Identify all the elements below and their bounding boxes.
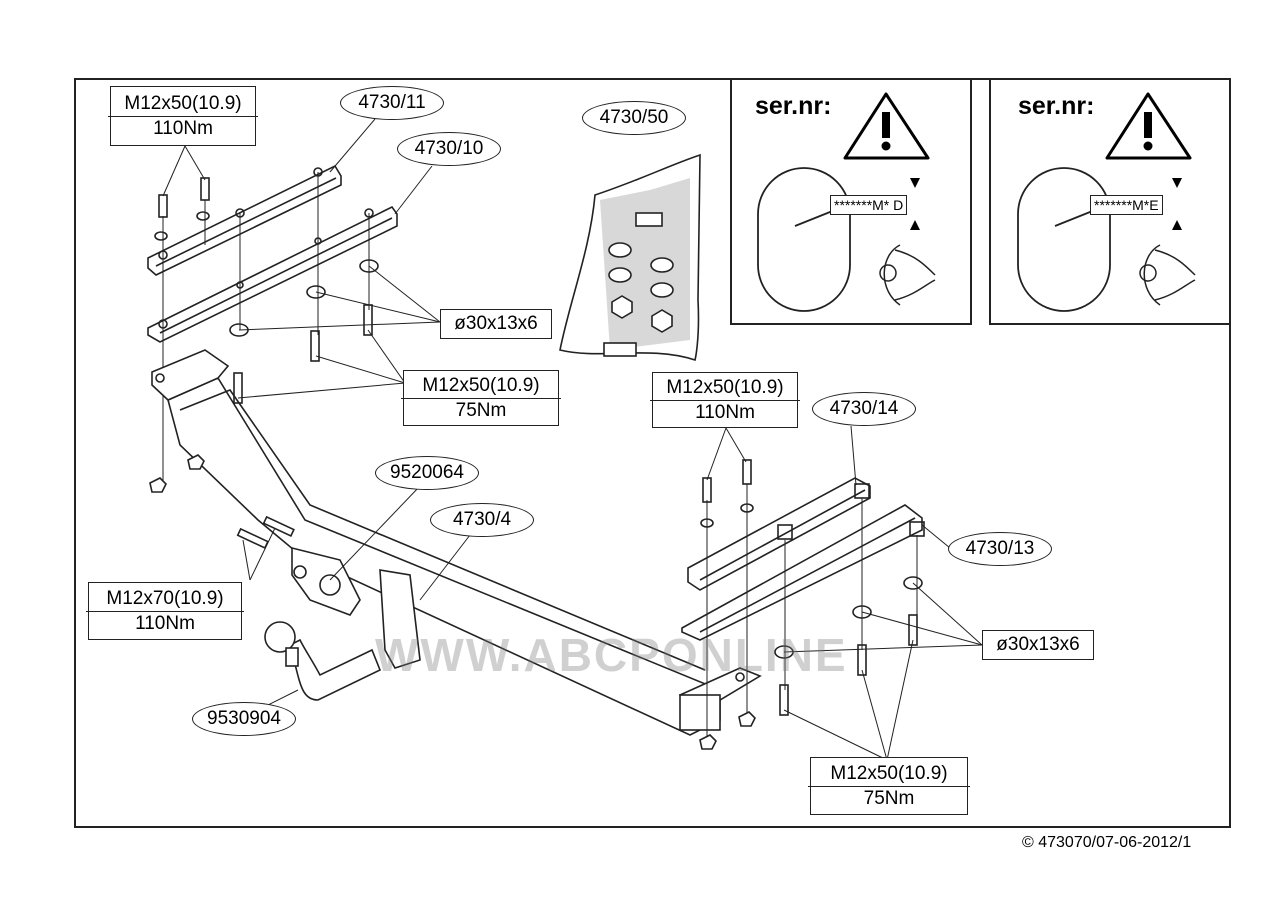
tow-ball <box>264 621 296 653</box>
part-label-4730-14: 4730/14 <box>812 392 916 426</box>
spec-bolt: M12x50(10.9) <box>808 762 970 787</box>
spec-bolt: M12x50(10.9) <box>650 376 800 401</box>
part-label-4730-50: 4730/50 <box>582 101 686 135</box>
part-label-4730-4: 4730/4 <box>430 503 534 537</box>
serial-panel-right <box>989 78 1231 325</box>
main-frame <box>74 78 1231 828</box>
spec-torque: 110Nm <box>695 401 755 423</box>
spec-torque: 75Nm <box>863 787 915 809</box>
spec-box-mid-right: M12x50(10.9) 110Nm <box>650 372 800 428</box>
copyright: © 473070/07-06-2012/1 <box>1022 834 1192 851</box>
washer-label-right: ø30x13x6 <box>982 630 1094 660</box>
watermark: WWW.ABCPONLINE <box>375 629 848 681</box>
serial-title-left: ser.nr: <box>755 92 832 120</box>
bolt-kit-bag <box>559 153 701 362</box>
spec-box-bottom-right: M12x50(10.9) 75Nm <box>808 757 970 815</box>
serial-code-right: *******M*E <box>1090 195 1163 215</box>
bracket-4730-14 <box>687 477 871 591</box>
eye-icon-left <box>879 244 936 306</box>
plate-outline-right <box>1017 167 1111 312</box>
spec-torque: 110Nm <box>153 117 213 139</box>
part-label-4730-11: 4730/11 <box>340 86 444 120</box>
spec-bolt: M12x50(10.9) <box>401 374 561 399</box>
warning-icon-right <box>1105 92 1192 160</box>
warning-icon-left <box>843 92 930 160</box>
socket-plate <box>291 546 361 616</box>
serial-panel-left <box>730 78 972 325</box>
spec-torque: 110Nm <box>135 612 195 634</box>
part-label-9530904: 9530904 <box>192 702 296 736</box>
part-label-4730-13: 4730/13 <box>948 532 1052 566</box>
part-label-9520064: 9520064 <box>375 456 479 490</box>
spec-box-top-left: M12x50(10.9) 110Nm <box>108 86 258 146</box>
spec-bolt: M12x50(10.9) <box>108 92 258 117</box>
serial-title-right: ser.nr: <box>1018 92 1095 120</box>
spec-box-lower-left: M12x70(10.9) 110Nm <box>86 582 244 640</box>
part-label-4730-10: 4730/10 <box>397 132 501 166</box>
spec-torque: 75Nm <box>455 399 507 421</box>
ball-mount <box>289 638 382 701</box>
serial-code-left: *******M* D <box>830 195 908 215</box>
spec-box-mid-left: M12x50(10.9) 75Nm <box>401 370 561 426</box>
eye-icon-right <box>1139 244 1196 306</box>
bracket-4730-10 <box>147 205 398 343</box>
left-arm-end <box>151 349 230 401</box>
plate-outline-left <box>757 167 851 312</box>
washer-label-left: ø30x13x6 <box>440 309 552 339</box>
spec-bolt: M12x70(10.9) <box>86 587 244 612</box>
